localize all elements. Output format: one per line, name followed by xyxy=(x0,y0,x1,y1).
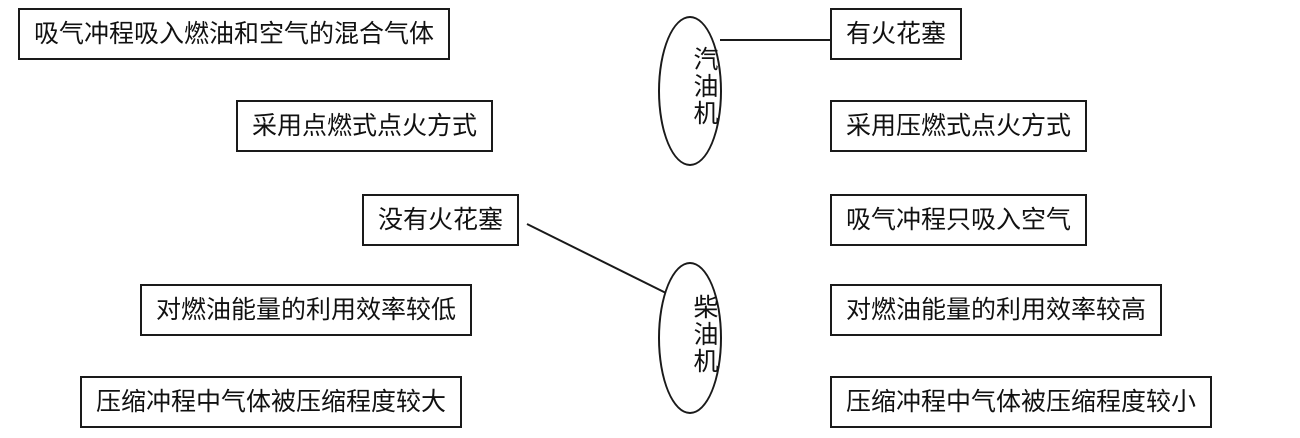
gasoline-engine-label: 汽油机 xyxy=(690,46,719,127)
left-item-spark-ignition[interactable]: 采用点燃式点火方式 xyxy=(236,100,494,152)
diesel-engine-label: 柴油机 xyxy=(690,294,719,375)
left-item-higher-compression[interactable]: 压缩冲程中气体被压缩程度较大 xyxy=(80,376,463,428)
right-item-higher-efficiency[interactable]: 对燃油能量的利用效率较高 xyxy=(830,284,1163,336)
left-item-no-spark-plug[interactable]: 没有火花塞 xyxy=(362,194,520,246)
right-item-air-only-intake[interactable]: 吸气冲程只吸入空气 xyxy=(830,194,1088,246)
left-item-mixture-intake[interactable]: 吸气冲程吸入燃油和空气的混合气体 xyxy=(18,8,451,60)
right-item-spark-plug[interactable]: 有火花塞 xyxy=(830,8,963,60)
right-item-compression-ignition[interactable]: 采用压燃式点火方式 xyxy=(830,100,1088,152)
right-item-lower-compression[interactable]: 压缩冲程中气体被压缩程度较小 xyxy=(830,376,1213,428)
left-item-lower-efficiency[interactable]: 对燃油能量的利用效率较低 xyxy=(140,284,473,336)
gasoline-engine-oval[interactable]: 汽油机 xyxy=(658,16,722,166)
link-diesel-to-no-spark-plug xyxy=(526,223,669,295)
diesel-engine-oval[interactable]: 柴油机 xyxy=(658,262,722,414)
